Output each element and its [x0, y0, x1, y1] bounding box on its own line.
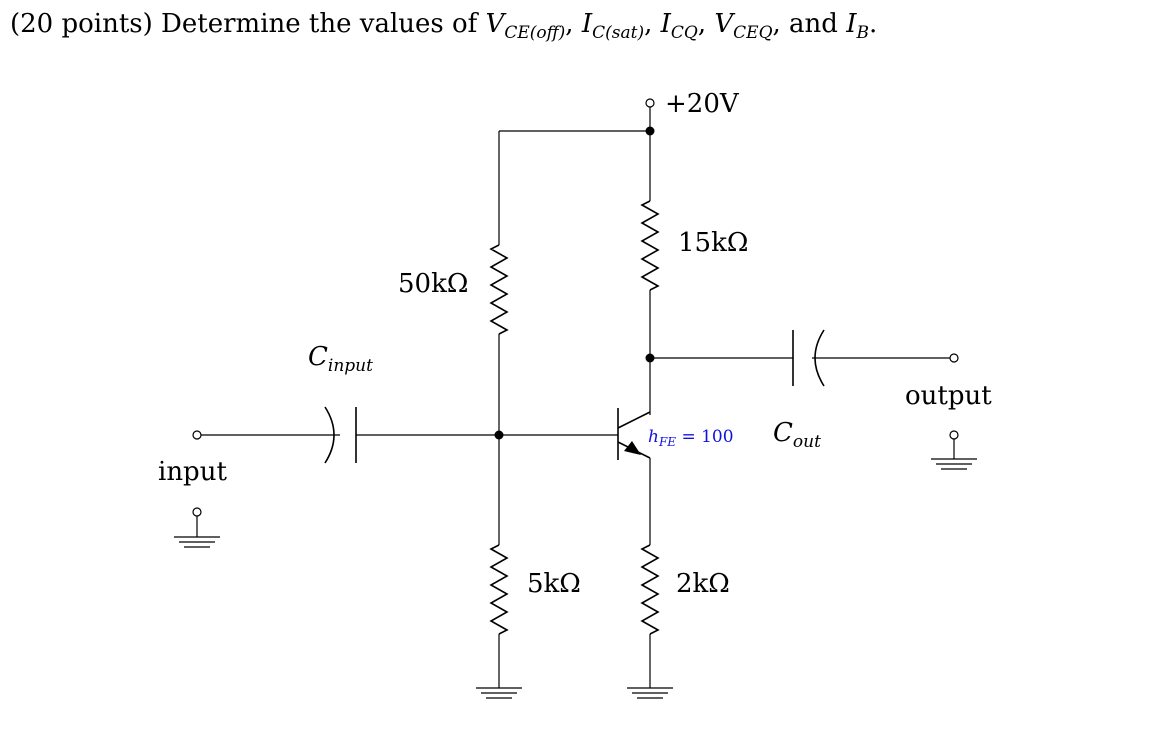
ic-sat-symbol: I: [581, 9, 593, 39]
icq-symbol: I: [660, 9, 671, 39]
hfe-subscript: FE: [658, 435, 676, 449]
hfe-value: = 100: [676, 427, 734, 447]
output-terminal: [949, 353, 959, 363]
vce-off-symbol: V: [485, 9, 505, 39]
label-r-bias-bottom: 5kΩ: [527, 569, 581, 599]
label-hfe: hFE = 100: [648, 427, 734, 449]
resistor-emitter: [640, 544, 660, 635]
ic-sat-subscript: C(sat): [592, 23, 645, 43]
label-r-bias-top: 50kΩ: [398, 269, 468, 299]
label-c-input: Cinput: [308, 342, 373, 376]
supply-terminal: [645, 98, 655, 131]
question-text: (20 points) Determine the values of VCE(…: [10, 2, 877, 46]
ib-symbol: I: [846, 9, 857, 39]
output-label: output: [905, 381, 992, 411]
vceq-subscript: CEQ: [733, 23, 773, 43]
resistor-bias-top: [489, 244, 509, 335]
c-input-symbol: C: [308, 342, 328, 372]
ground-symbol-output: [931, 430, 977, 470]
comma: ,: [697, 9, 707, 39]
label-r-emitter: 2kΩ: [676, 569, 730, 599]
comma: ,: [565, 9, 574, 39]
c-output-subscript: out: [793, 432, 821, 452]
vce-off-subscript: CE(off): [504, 23, 566, 43]
c-input-subscript: input: [328, 356, 373, 376]
c-output-symbol: C: [773, 418, 793, 448]
resistor-bias-bottom: [489, 544, 509, 635]
period: .: [868, 9, 878, 39]
question-prefix: (20 points) Determine the values of: [10, 9, 478, 39]
junction-supply: [645, 126, 655, 136]
label-r-collector: 15kΩ: [678, 228, 748, 258]
input-label: input: [158, 457, 227, 487]
supply-label: +20V: [665, 89, 740, 119]
input-terminal: [192, 430, 202, 440]
ground-symbol-input: [174, 507, 220, 548]
ib-subscript: B: [856, 23, 869, 43]
label-c-output: Cout: [773, 418, 821, 452]
resistor-collector: [640, 200, 660, 291]
transistor-npn: [617, 408, 651, 460]
ground-symbol-r2: [476, 687, 522, 699]
hfe-symbol: h: [648, 427, 659, 447]
icq-subscript: CQ: [670, 23, 698, 43]
comma: ,: [644, 9, 653, 39]
ground-symbol-re: [627, 687, 673, 699]
comma: ,: [772, 9, 781, 39]
and-word: and: [789, 9, 838, 39]
vceq-symbol: V: [714, 9, 734, 39]
